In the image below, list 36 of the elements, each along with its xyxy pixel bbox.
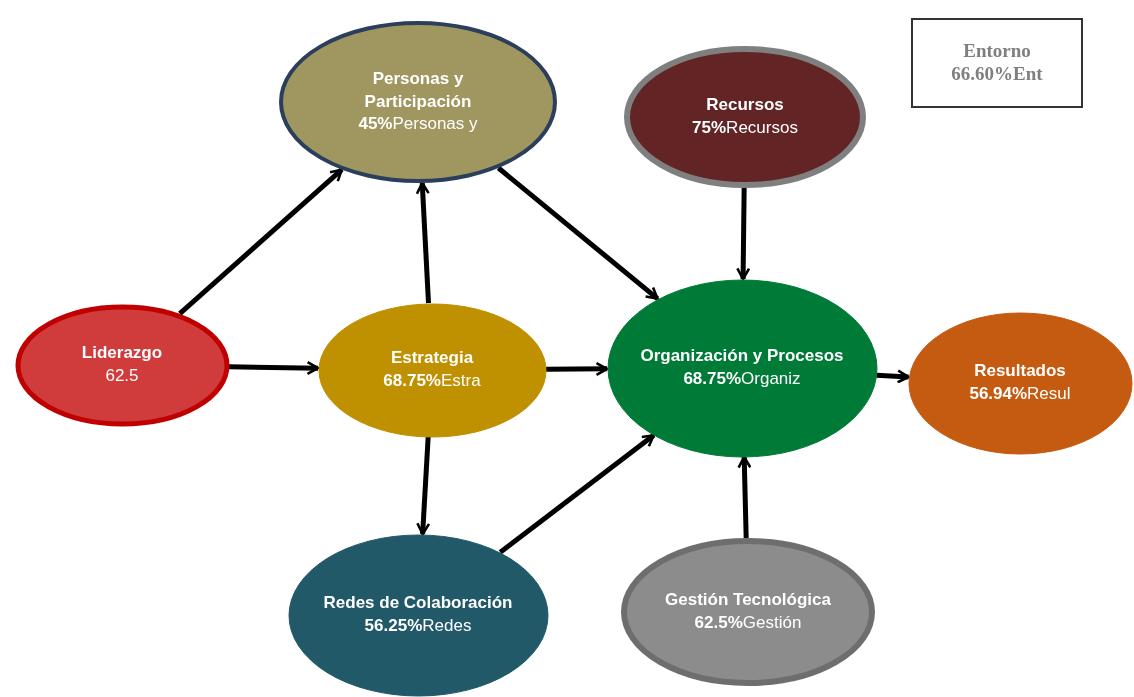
node-title: Estrategia: [390, 347, 474, 370]
node-title: Gestión Tecnológica: [665, 589, 831, 612]
ellipse-node: [277, 19, 559, 185]
node-value: 56.94%Resul: [969, 383, 1071, 405]
node-value: 45%Personas y: [358, 113, 478, 136]
node-value: 75%Recursos: [692, 117, 798, 139]
node-value: 68.75%Organiz: [683, 368, 801, 390]
arrow: [737, 455, 752, 539]
node-value: 62.5%Gestión: [694, 612, 802, 634]
node-title: Liderazgo: [81, 342, 163, 365]
node-title: Redes de Colaboración: [323, 592, 513, 615]
node-value: 56.25%Redes: [364, 615, 472, 637]
node-title: Recursos: [706, 94, 784, 117]
ellipse-node: [317, 302, 547, 438]
node-title: Entorno: [963, 40, 1031, 63]
arrow: [228, 360, 320, 376]
arrow: [496, 166, 660, 301]
node-title: Organización y Procesos: [640, 345, 844, 368]
arrow: [498, 433, 656, 555]
node-value: 68.75%Estra: [383, 370, 481, 392]
arrow: [876, 369, 910, 384]
node-title: Resultados: [974, 360, 1066, 383]
ellipse-node: [606, 278, 878, 458]
node-value: 66.60%Ent: [951, 63, 1043, 86]
arrow: [178, 167, 344, 316]
info-box: [911, 18, 1083, 108]
ellipse-node: [618, 535, 878, 689]
arrow: [736, 187, 751, 281]
node-value: 62.5: [105, 365, 139, 387]
arrow: [545, 361, 609, 377]
ellipse-node: [287, 533, 549, 697]
node-title: Personas y Participación: [363, 67, 473, 113]
ellipse-node: [621, 43, 869, 191]
arrow: [416, 436, 431, 536]
arrow: [415, 181, 431, 304]
ellipse-node: [907, 311, 1133, 455]
